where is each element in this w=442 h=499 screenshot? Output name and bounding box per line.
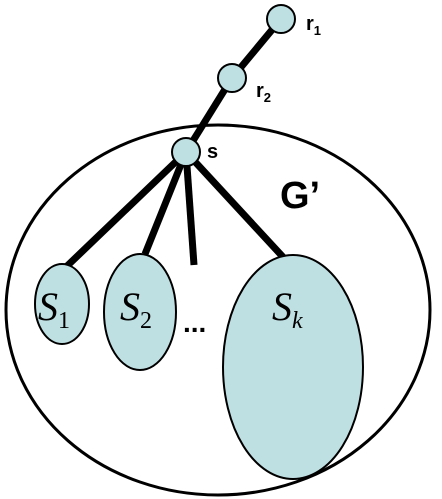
node-r1 xyxy=(266,4,296,34)
label-sk-sub: k xyxy=(292,308,303,334)
edge-s-s1 xyxy=(63,149,189,270)
label-sk-main: S xyxy=(272,284,292,329)
label-s1-main: S xyxy=(38,284,58,329)
label-r2: r2 xyxy=(256,80,271,105)
label-s2: S2 xyxy=(120,284,152,334)
label-s2-main: S xyxy=(120,284,140,329)
label-r2-main: r xyxy=(256,80,264,102)
label-s: s xyxy=(207,141,218,163)
edge-s-sk xyxy=(183,149,286,260)
label-g-prime: G’ xyxy=(280,175,320,217)
ellipsis-dots: ... xyxy=(183,307,206,338)
label-s1: S1 xyxy=(38,284,70,334)
label-s1-sub: 1 xyxy=(58,308,70,334)
subset-s2 xyxy=(103,253,177,371)
label-r1-sub: 1 xyxy=(314,23,321,38)
graph-g-prime-boundary xyxy=(4,123,432,497)
label-r2-sub: 2 xyxy=(264,90,271,105)
node-s xyxy=(171,137,201,167)
edge-s-s2 xyxy=(141,150,190,256)
label-r1-main: r xyxy=(306,13,314,35)
edge-s-ellipsis xyxy=(182,151,198,266)
label-r1: r1 xyxy=(306,13,321,38)
subset-s1 xyxy=(34,263,90,345)
label-sk: Sk xyxy=(272,284,303,334)
subset-sk xyxy=(222,254,364,480)
node-r2 xyxy=(217,63,247,93)
label-s2-sub: 2 xyxy=(140,308,152,334)
